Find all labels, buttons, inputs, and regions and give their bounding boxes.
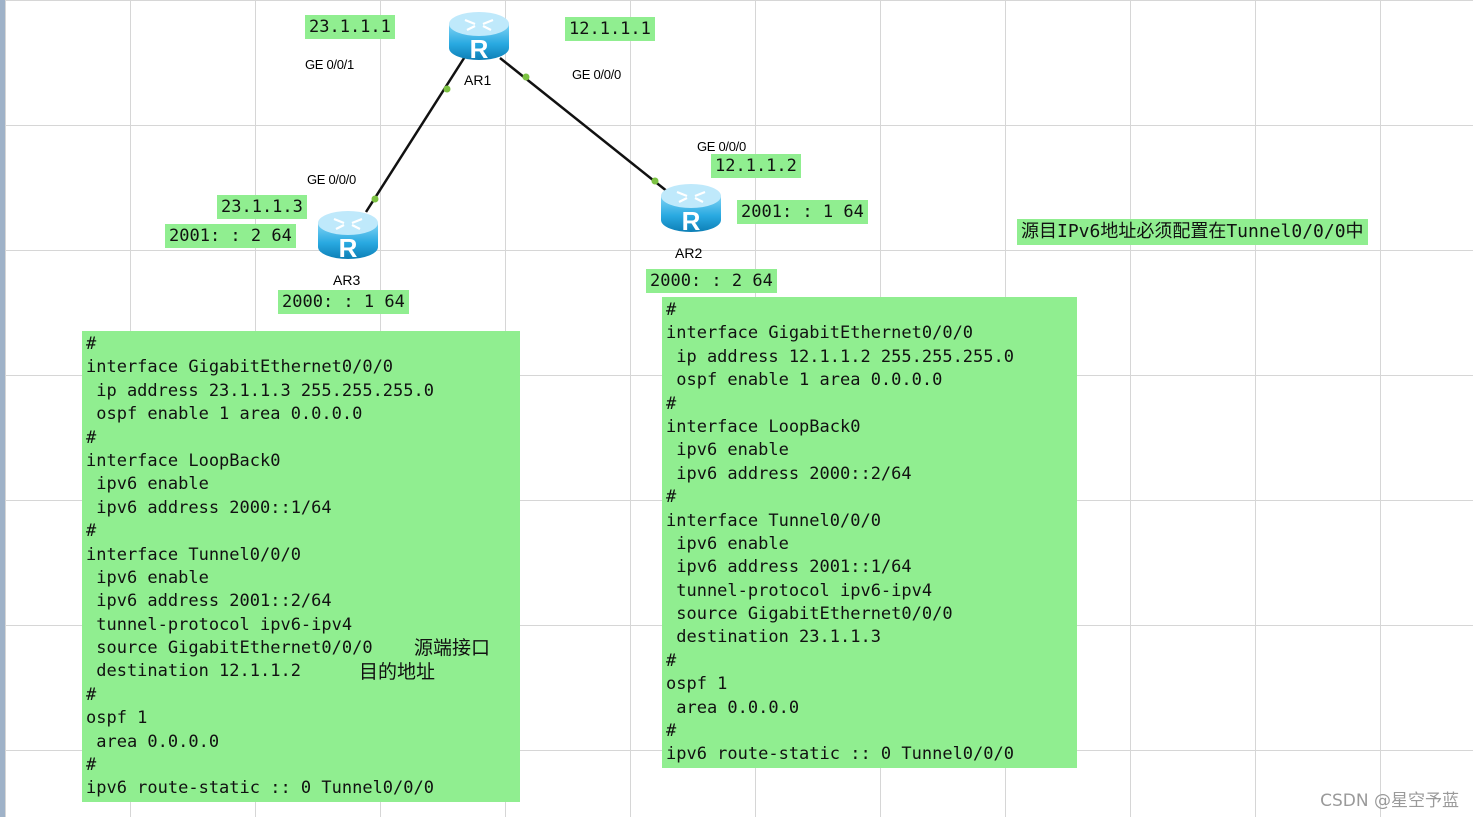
ar3-config-line: #: [86, 521, 97, 542]
ar3-source-annotation: 源端接口: [414, 637, 491, 659]
ar3-config-line: #: [86, 684, 97, 705]
ar2-config-line: ipv6 route-static :: 0 Tunnel0/0/0: [666, 744, 1014, 765]
ar3-config-line: tunnel-protocol ipv6-ipv4: [86, 614, 353, 635]
ar2-config-line: ipv6 address 2000::2/64: [666, 463, 912, 484]
ar3-config-line: ip address 23.1.1.3 255.255.255.0: [86, 380, 434, 401]
ar3-config-line: interface LoopBack0: [86, 450, 281, 471]
ar2-config-line: interface Tunnel0/0/0: [666, 510, 881, 531]
ar3-config-line: ipv6 enable: [86, 567, 209, 588]
ar3-config-line: ipv6 route-static :: 0 Tunnel0/0/0: [86, 778, 434, 799]
port-dot-ar3-ge000: [371, 195, 379, 203]
ar3-config-line: ipv6 enable: [86, 474, 209, 495]
ar2-config-line: ip address 12.1.1.2 255.255.255.0: [666, 346, 1014, 367]
ar2-config-line: interface LoopBack0: [666, 416, 861, 437]
ar2-config-line: #: [666, 650, 677, 671]
ar2-config-line: source GigabitEthernet0/0/0: [666, 604, 953, 625]
ar2-ge000-port-label: GE 0/0/0: [697, 139, 746, 154]
ar2-config-line: ipv6 address 2001::1/64: [666, 557, 912, 578]
ar3-config-line: #: [86, 427, 97, 448]
ar3-tunnel-ipv6-label: 2001: : 2 64: [165, 224, 296, 248]
ar3-config-block: # interface GigabitEthernet0/0/0 ip addre…: [82, 331, 520, 802]
ar2-config-line: ospf enable 1 area 0.0.0.0: [666, 370, 943, 391]
ar3-config-line: ospf 1: [86, 708, 148, 729]
ar2-config-line: #: [666, 300, 677, 320]
ar2-loopback-ipv6-label: 2000: : 2 64: [646, 269, 777, 293]
router-ar1-name: AR1: [464, 72, 492, 88]
ar2-config-line: ipv6 enable: [666, 533, 789, 554]
tunnel-note-label: 源目IPv6地址必须配置在Tunnel0/0/0中: [1017, 219, 1368, 245]
ar2-tunnel-ipv6-label: 2001: : 1 64: [737, 200, 868, 224]
ar3-config-line: destination 12.1.1.2: [86, 661, 301, 682]
router-ar3-name: AR3: [333, 272, 361, 288]
ar3-config-line: source GigabitEthernet0/0/0: [86, 638, 373, 659]
port-dot-ar1-ge001: [443, 85, 451, 93]
ar2-config-line: ipv6 enable: [666, 440, 789, 461]
ar3-config-line: #: [86, 755, 97, 776]
ar1-ge000-port-label: GE 0/0/0: [572, 67, 621, 82]
ar3-loopback-ipv6-label: 2000: : 1 64: [278, 290, 409, 314]
ar3-destination-annotation: 目的地址: [359, 661, 436, 683]
ar3-config-line: ipv6 address 2001::2/64: [86, 591, 332, 612]
ar2-config-line: #: [666, 721, 677, 742]
window-left-edge: [0, 0, 5, 817]
ar3-ge000-ip-label: 23.1.1.3: [217, 195, 307, 219]
ar3-config-line: interface Tunnel0/0/0: [86, 544, 301, 565]
ar1-ge000-ip-label: 12.1.1.1: [565, 17, 655, 41]
router-ar2-letter: R: [682, 206, 701, 236]
ar2-config-line: area 0.0.0.0: [666, 697, 800, 718]
ar2-config-line: #: [666, 393, 677, 414]
router-ar1-icon[interactable]: R: [447, 6, 511, 66]
link-ar1-ar3: [364, 54, 468, 213]
ar2-config-line: interface GigabitEthernet0/0/0: [666, 323, 974, 344]
ar1-ge001-port-label: GE 0/0/1: [305, 57, 354, 72]
link-ar1-ar2: [499, 57, 669, 193]
ar3-config-line: #: [86, 334, 97, 354]
ar3-ge000-port-label: GE 0/0/0: [307, 172, 356, 187]
ar3-config-line: ipv6 address 2000::1/64: [86, 497, 332, 518]
ar3-config-line: ospf enable 1 area 0.0.0.0: [86, 404, 363, 425]
router-ar3-icon[interactable]: R: [316, 205, 380, 265]
ar2-config-block: # interface GigabitEthernet0/0/0 ip addre…: [662, 297, 1077, 768]
ar2-ge000-ip-label: 12.1.1.2: [711, 154, 801, 178]
ar3-config-line: area 0.0.0.0: [86, 731, 220, 752]
csdn-watermark: CSDN @星空予蓝: [1320, 791, 1459, 811]
router-ar1-letter: R: [470, 34, 489, 64]
router-ar2-icon[interactable]: R: [659, 178, 723, 238]
router-ar2-name: AR2: [675, 245, 703, 261]
port-dot-ar1-ge000: [522, 73, 530, 81]
ar1-ge001-ip-label: 23.1.1.1: [305, 15, 395, 39]
router-ar3-letter: R: [339, 233, 358, 263]
ar3-config-line: interface GigabitEthernet0/0/0: [86, 357, 394, 378]
ar2-config-line: destination 23.1.1.3: [666, 627, 881, 648]
ar2-config-line: ospf 1: [666, 674, 728, 695]
ar2-config-line: tunnel-protocol ipv6-ipv4: [666, 580, 933, 601]
ar2-config-line: #: [666, 487, 677, 508]
port-dot-ar2-ge000: [651, 177, 659, 185]
